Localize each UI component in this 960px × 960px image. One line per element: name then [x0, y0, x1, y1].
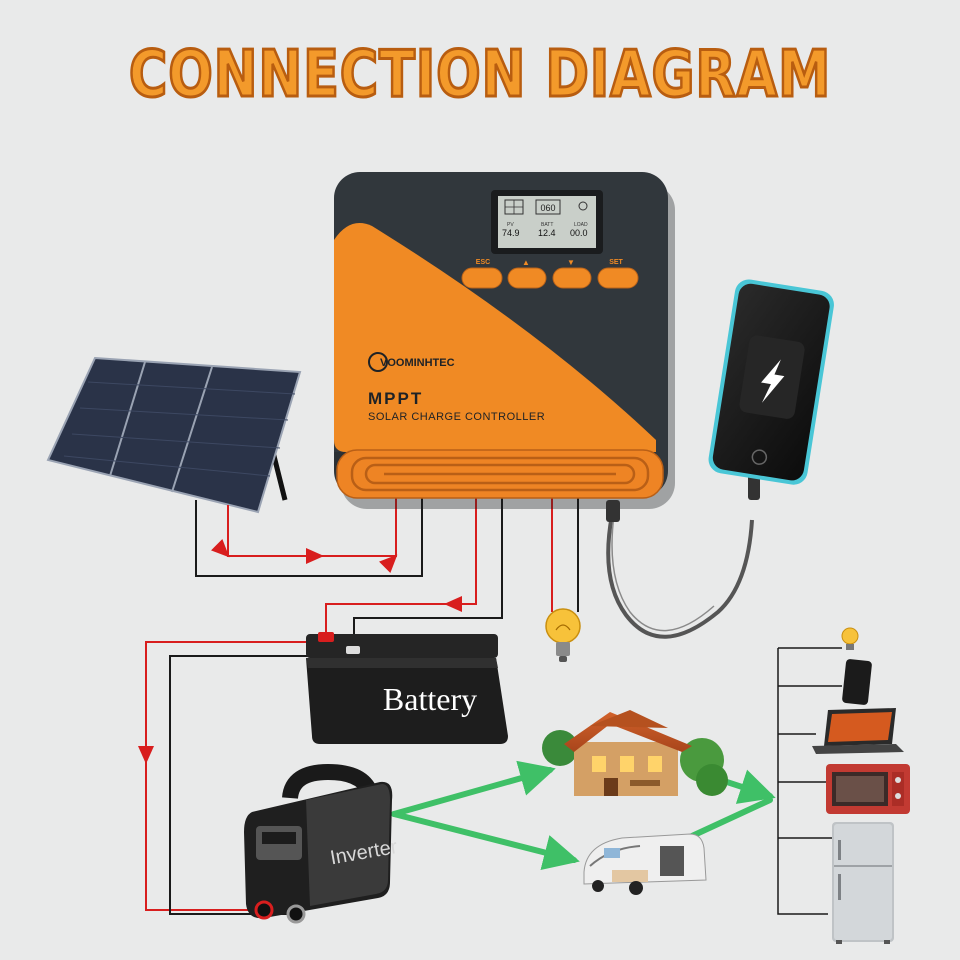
lcd-load-value: 00.0: [570, 228, 588, 238]
laptop: [812, 708, 904, 754]
set-button[interactable]: [597, 267, 639, 289]
esc-button[interactable]: [461, 267, 503, 289]
down-label: ▼: [567, 258, 575, 267]
small-phone: [842, 659, 872, 705]
bulb-load: [545, 608, 581, 662]
lcd-pv-label: PV: [507, 222, 514, 228]
lcd-top-value: 060: [540, 203, 555, 213]
wiring: [138, 498, 842, 915]
battery-negative-terminal: [346, 646, 360, 654]
inverter-positive-terminal: [254, 900, 274, 920]
inverter-negative-terminal: [286, 904, 306, 924]
battery-positive-terminal: [318, 632, 334, 642]
lcd-pv-value: 74.9: [502, 228, 520, 238]
charging-bolt-icon: [761, 359, 785, 403]
page-title: CONNECTION DIAGRAM: [128, 37, 832, 114]
battery: Battery: [306, 632, 508, 744]
set-label: SET: [609, 259, 623, 266]
appliances: [812, 627, 910, 944]
lcd-load-label: LOAD: [574, 222, 588, 228]
lcd-batt-label: BATT: [541, 222, 553, 228]
home-button-icon: [751, 449, 768, 465]
solar-panel: [46, 356, 302, 514]
charge-controller: 060 PV BATT LOAD 74.9 12.4 00.0 ESC ▲ ▼ …: [334, 172, 675, 509]
brand-logo-icon: [368, 352, 388, 372]
lcd-batt-value: 12.4: [538, 228, 556, 238]
house: [542, 710, 728, 796]
up-label: ▲: [522, 258, 530, 267]
small-bulb: [841, 627, 859, 650]
model-name: MPPT: [368, 389, 423, 408]
brand-name: VOOMINHTEC: [380, 357, 455, 369]
inverter: Inverter: [244, 763, 399, 924]
esc-label: ESC: [476, 259, 490, 266]
microwave-oven: [826, 764, 910, 814]
smartphone: [606, 279, 834, 639]
bulb-icon: [578, 201, 588, 211]
battery-label: Battery: [383, 681, 477, 717]
up-button[interactable]: [507, 267, 547, 289]
product-subtitle: SOLAR CHARGE CONTROLLER: [368, 411, 545, 423]
refrigerator: [832, 822, 894, 944]
down-button[interactable]: [552, 267, 592, 289]
caravan: [583, 833, 707, 895]
